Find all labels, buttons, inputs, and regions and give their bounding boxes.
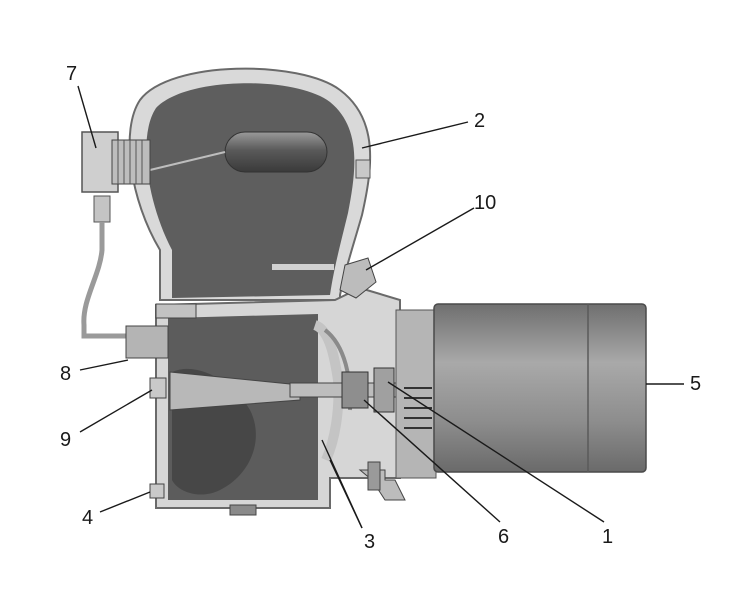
air-tube — [81, 222, 128, 339]
label-3: 3 — [364, 531, 375, 553]
bottom-outlet — [229, 504, 257, 516]
float-ball — [224, 131, 328, 173]
callout-line-6 — [363, 399, 501, 523]
pressure-switch — [81, 131, 151, 223]
callout-line-3b — [329, 459, 363, 529]
discharge-fitting — [339, 257, 377, 299]
motor-foot-bolt — [367, 461, 381, 491]
callout-lines — [77, 85, 684, 529]
callout-line-8 — [79, 359, 129, 371]
label-6: 6 — [498, 526, 509, 548]
callout-line-4 — [99, 491, 151, 513]
switch-nut — [93, 195, 111, 223]
ejector-venturi — [169, 371, 301, 411]
label-8: 8 — [60, 363, 71, 385]
label-7: 7 — [66, 63, 77, 85]
upper-bolt — [155, 303, 197, 319]
motor — [358, 303, 647, 501]
pressure-tank — [128, 67, 372, 301]
drain-plug-4 — [149, 483, 165, 499]
label-10: 10 — [474, 192, 496, 214]
callout-line-10 — [365, 207, 475, 271]
label-4: 4 — [82, 507, 93, 529]
motor-endbell — [395, 309, 437, 479]
callout-line-7 — [77, 85, 97, 149]
fitting-8 — [125, 325, 169, 359]
tank-bolt — [355, 159, 371, 179]
impeller — [312, 320, 344, 463]
part-labels: 7 2 10 8 9 4 5 3 6 1 — [60, 63, 701, 553]
callout-line-9 — [79, 389, 153, 433]
housing-flange-plate — [272, 264, 334, 270]
callout-line-2 — [361, 121, 469, 149]
label-2: 2 — [474, 110, 485, 132]
callout-line-1 — [387, 381, 605, 523]
label-1: 1 — [602, 526, 613, 548]
shaft-ring — [373, 367, 395, 413]
float-rod — [149, 151, 226, 171]
label-5: 5 — [690, 373, 701, 395]
label-9: 9 — [60, 429, 71, 451]
motor-body — [433, 303, 647, 473]
pump-housing — [125, 257, 411, 516]
shaft-seal — [341, 371, 369, 409]
plug-9 — [149, 377, 167, 399]
